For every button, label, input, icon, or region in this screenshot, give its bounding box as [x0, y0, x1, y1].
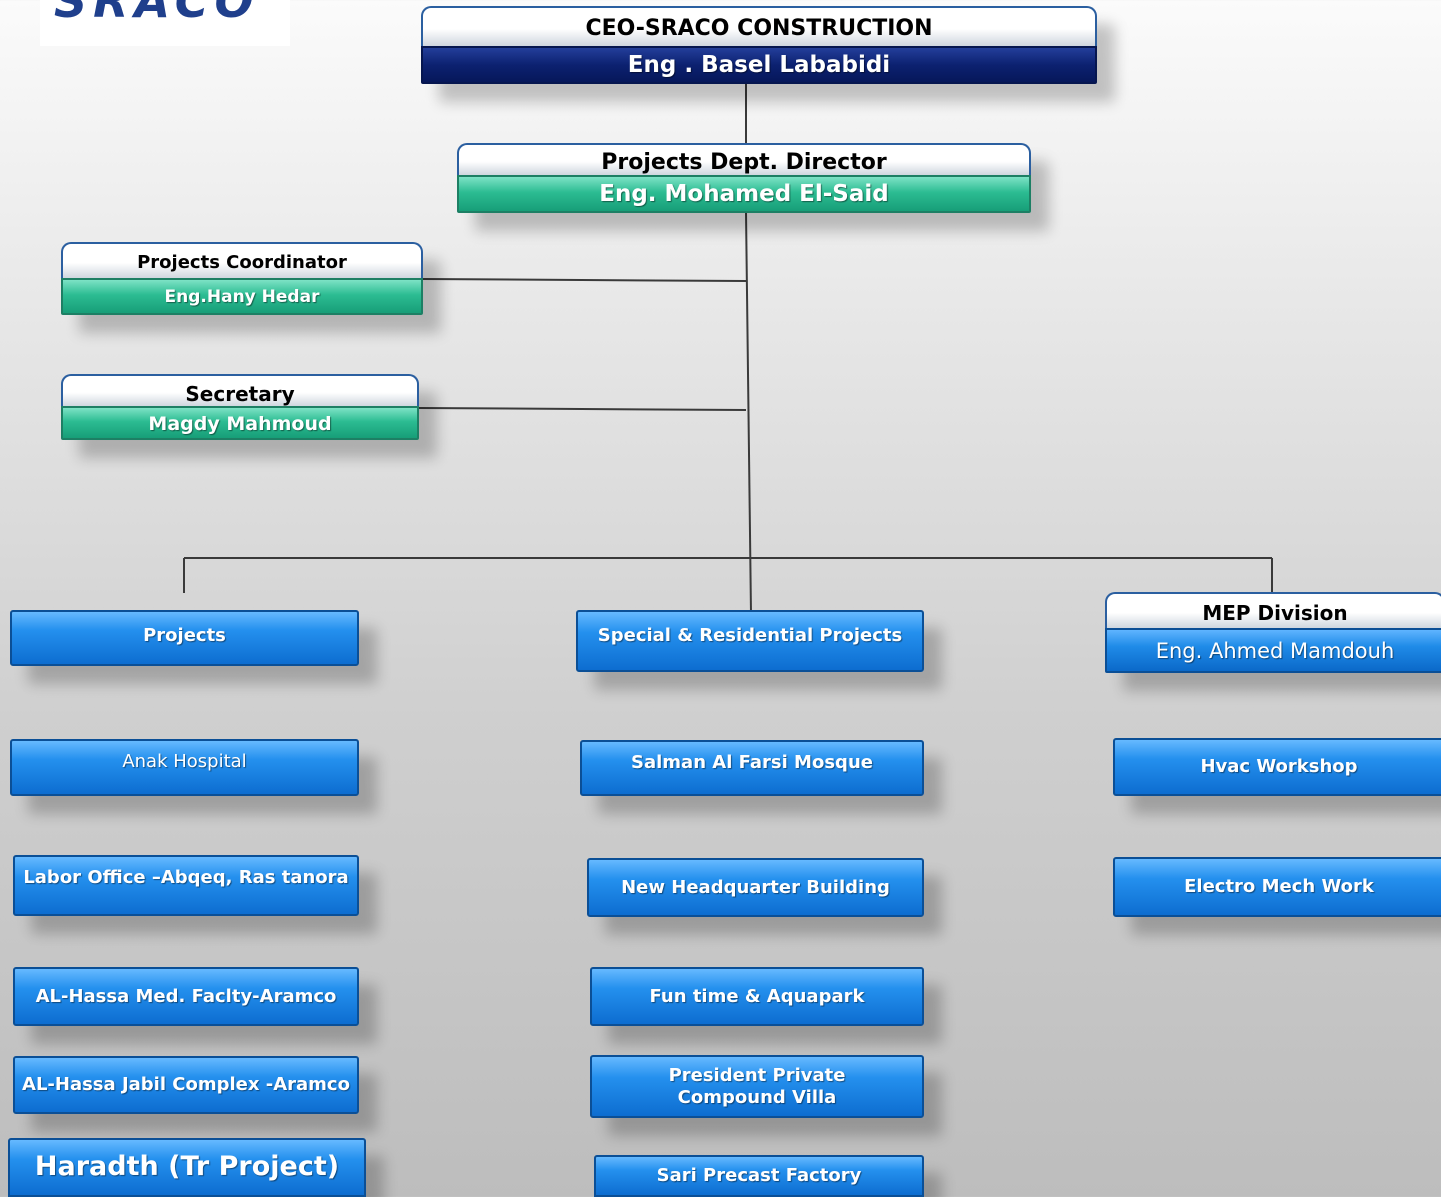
mep-head-name: Eng. Ahmed Mamdouh: [1105, 628, 1441, 673]
division-special-residential: Special & Residential Projects: [576, 610, 924, 672]
coordinator-node: Projects Coordinator Eng.Hany Hedar: [61, 242, 423, 315]
mep-item: Hvac Workshop: [1113, 738, 1441, 796]
project-item: Haradth (Tr Project): [8, 1138, 366, 1197]
mep-title: MEP Division: [1105, 592, 1441, 628]
mep-item: Electro Mech Work: [1113, 857, 1441, 917]
connector-coordinator: [422, 278, 747, 282]
project-item: Labor Office –Abqeq, Ras tanora: [13, 855, 359, 916]
secretary-name: Magdy Mahmoud: [61, 406, 419, 440]
coordinator-name: Eng.Hany Hedar: [61, 278, 423, 315]
special-project-item: President Private Compound Villa: [590, 1055, 924, 1118]
secretary-node: Secretary Magdy Mahmoud: [61, 374, 419, 440]
project-item: Anak Hospital: [10, 739, 359, 796]
division-mep: MEP Division Eng. Ahmed Mamdouh: [1105, 592, 1441, 673]
ceo-title: CEO-SRACO CONSTRUCTION: [421, 6, 1097, 46]
special-project-item: Salman Al Farsi Mosque: [580, 740, 924, 796]
company-logo: SRACO: [40, 0, 290, 46]
director-name: Eng. Mohamed El-Said: [457, 175, 1031, 213]
connector-secretary: [418, 407, 747, 411]
connector-director-trunk: [745, 211, 752, 615]
director-title: Projects Dept. Director: [457, 143, 1031, 175]
project-item: AL-Hassa Med. Faclty-Aramco: [13, 967, 359, 1026]
ceo-node: CEO-SRACO CONSTRUCTION Eng . Basel Labab…: [421, 6, 1097, 84]
secretary-title: Secretary: [61, 374, 419, 406]
director-node: Projects Dept. Director Eng. Mohamed El-…: [457, 143, 1031, 213]
ceo-name: Eng . Basel Lababidi: [421, 46, 1097, 84]
coordinator-title: Projects Coordinator: [61, 242, 423, 278]
special-project-item: Sari Precast Factory: [594, 1155, 924, 1197]
division-projects: Projects: [10, 610, 359, 666]
special-project-item: Fun time & Aquapark: [590, 967, 924, 1026]
special-project-item: New Headquarter Building: [587, 858, 924, 917]
project-item: AL-Hassa Jabil Complex -Aramco: [13, 1056, 359, 1114]
